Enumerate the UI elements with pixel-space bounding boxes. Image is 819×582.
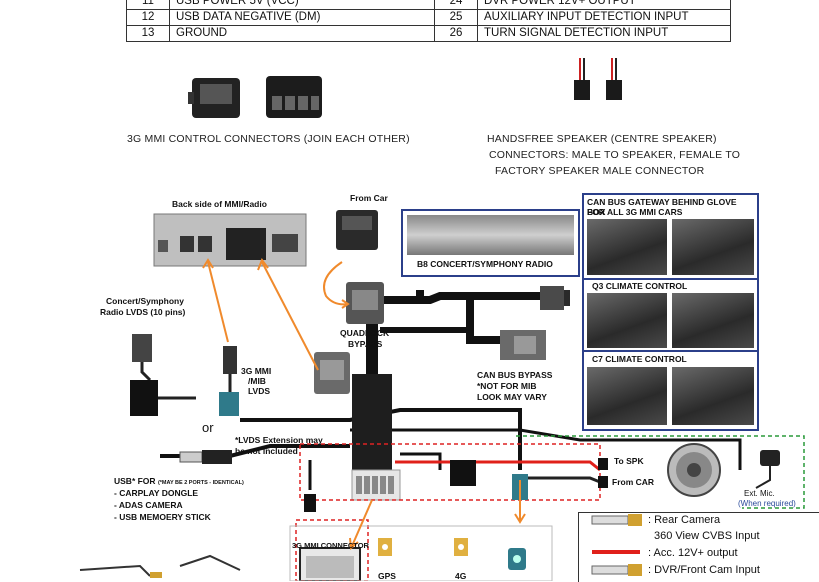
quadlock-label-2: BYPASS (348, 339, 383, 349)
lvds-ext-label-1: *LVDS Extension may (235, 435, 323, 445)
4g-antenna-icon (454, 538, 468, 556)
lvds-label-2: Radio LVDS (10 pins) (100, 307, 186, 317)
microphone-icon (755, 450, 780, 489)
lvds-concert-connector (132, 334, 152, 382)
canbus-label-1: CAN BUS BYPASS (477, 370, 553, 380)
back-side-label: Back side of MMI/Radio (172, 199, 267, 209)
mmi-mib-label-2: /MIB (248, 376, 266, 386)
green-dashed-group (516, 435, 805, 509)
ext-mic-label-1: Ext. Mic. (744, 489, 775, 498)
lvds-ext-label-2: be not included (235, 446, 298, 456)
to-spk-connector (598, 458, 608, 470)
from-car-label-2: From CAR (612, 477, 655, 487)
can-gateway-box: CAN BUS GATEWAY BEHIND GLOVE BOX FOR ALL… (582, 193, 759, 281)
b8-radio-box: B8 CONCERT/SYMPHONY RADIO (401, 209, 580, 277)
mmi-mib-label-3: LVDS (248, 386, 271, 396)
usb-label-3: - ADAS CAMERA (114, 500, 183, 510)
to-spk-label: To SPK (614, 456, 644, 466)
speaker-icon (667, 443, 721, 497)
red-dashed-group (299, 443, 601, 501)
legend-rear-camera: : Rear Camera (648, 514, 721, 526)
c7-climate-box: C7 CLIMATE CONTROL (582, 350, 759, 431)
q3-climate-box: Q3 CLIMATE CONTROL (582, 278, 759, 353)
mmi-connector-small (304, 494, 316, 512)
canbus-label-2: *NOT FOR MIB (477, 381, 537, 391)
pin-table: 11 USB POWER 5V (VCC) 24 DVR POWER 12V+ … (126, 0, 731, 42)
lvds-adapter-black (130, 380, 196, 416)
usb-connector-icon (179, 450, 232, 464)
usb-label-note: (*MAY BE 2 PORTS - IDENTICAL) (157, 480, 244, 486)
mmi-control-connector-male (188, 78, 240, 118)
legend-acc: : Acc. 12V+ output (648, 547, 738, 559)
canbus-label-3: LOOK MAY VARY (477, 392, 547, 402)
legend-dvr-swatch (591, 564, 642, 576)
harness-wires (160, 290, 742, 490)
mmi-connectors-caption: 3G MMI CONTROL CONNECTORS (JOIN EACH OTH… (127, 133, 410, 145)
gps-label: GPS (378, 571, 396, 581)
mmi-control-connector-female (266, 76, 322, 118)
table-row: 12 USB DATA NEGATIVE (DM) 25 AUXILIARY I… (126, 9, 731, 26)
can-gateway-label-2: FOR ALL 3G MMI CARS (587, 207, 683, 217)
mmi-mib-label-1: 3G MMI (241, 366, 272, 376)
speaker-caption-1: HANDSFREE SPEAKER (CENTRE SPEAKER) (487, 133, 717, 145)
4g-label: 4G (455, 571, 467, 581)
pin-number: 26 (434, 25, 478, 42)
gps-antenna-icon (378, 538, 392, 556)
legend-360-view: 360 View CVBS Input (654, 530, 760, 542)
cable-icon (79, 564, 151, 577)
fakra-output-icon (508, 548, 526, 570)
legend-rear-camera-swatch (591, 514, 642, 526)
usb-label-1: USB* FOR (*MAY BE 2 PORTS - IDENTICAL) (114, 476, 244, 488)
q3-climate-label: Q3 CLIMATE CONTROL (592, 281, 688, 291)
pin-description: USB DATA NEGATIVE (DM) (169, 9, 435, 26)
cable-icon (179, 554, 241, 571)
speaker-connector-male (574, 58, 590, 100)
usb-label-4: - USB MEMOERY STICK (114, 512, 211, 522)
pin-number: 13 (126, 25, 170, 42)
can-gateway-label-1: CAN BUS GATEWAY BEHIND GLOVE BOX (587, 197, 737, 217)
acc-power-wire (395, 460, 601, 472)
quadlock-car-connector (336, 210, 378, 250)
relay-box (450, 460, 476, 486)
legend-box (578, 512, 819, 582)
or-label: or (202, 420, 214, 435)
c7-climate-label: C7 CLIMATE CONTROL (592, 354, 687, 364)
b8-radio-label: B8 CONCERT/SYMPHONY RADIO (417, 259, 553, 269)
quadlock-bypass-connector (346, 282, 384, 324)
from-car-label: From Car (350, 193, 388, 203)
speaker-caption-2: CONNECTORS: MALE TO SPEAKER, FEMALE TO (489, 149, 741, 161)
pin-description: TURN SIGNAL DETECTION INPUT (477, 25, 731, 42)
from-car-connector (598, 476, 608, 488)
can-bus-bypass-connector-bottom (500, 330, 546, 360)
lvds-label-1: Concert/Symphony (106, 296, 184, 306)
mmi-mib-lvds-connector (219, 346, 239, 416)
speaker-caption-3: FACTORY SPEAKER MALE CONNECTOR (495, 165, 705, 177)
usb-label-text: USB* FOR (114, 476, 156, 486)
table-row: 13 GROUND 26 TURN SIGNAL DETECTION INPUT (126, 25, 731, 42)
orange-arrows (202, 257, 526, 551)
can-bus-bypass-connector-top (540, 286, 570, 310)
usb-label-2: - CARPLAY DONGLE (114, 488, 199, 498)
legend-dvr: : DVR/Front Cam Input (648, 564, 760, 576)
mmi-connector-plug (299, 547, 361, 581)
speaker-connector-female (606, 58, 622, 100)
ext-mic-label-2: (When required) (738, 499, 796, 508)
pin-number: 12 (126, 9, 170, 26)
radio-back-panel (153, 213, 307, 267)
interface-module (351, 374, 401, 501)
quadlock-label-1: QUADLOCK (340, 328, 390, 338)
mmi-connector-label: 3G MMI CONNECTOR (292, 541, 369, 550)
outputs-box (289, 525, 553, 581)
quadlock-bypass-plug (314, 352, 350, 394)
